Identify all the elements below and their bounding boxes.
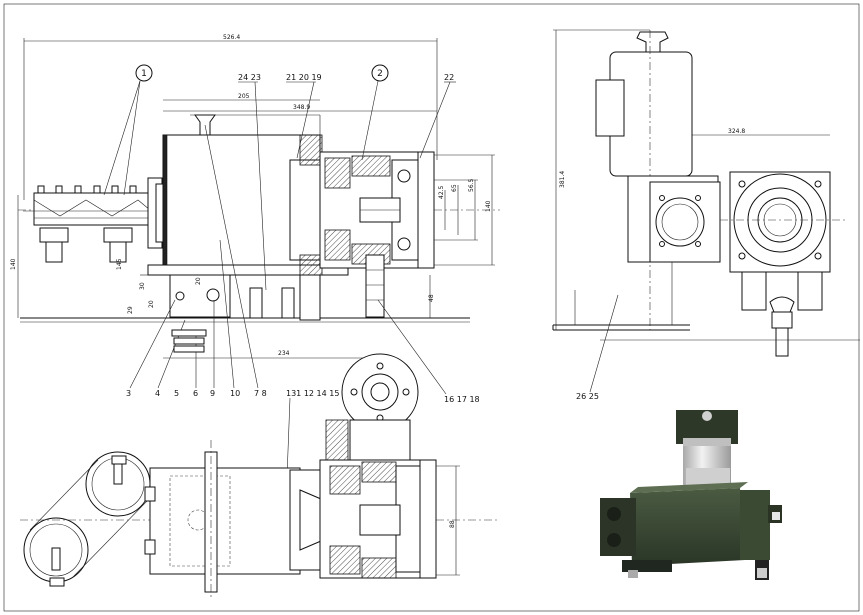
dim-348: 348.9 xyxy=(293,104,310,111)
dim-overall-length: 526.4 xyxy=(223,34,240,41)
side-view: 381.4 324.8 xyxy=(552,29,860,401)
label-10: 10 xyxy=(230,389,240,398)
dim-30: 30 xyxy=(139,282,146,290)
label-21-20-19: 21 20 19 xyxy=(286,73,322,82)
product-photo xyxy=(578,402,858,606)
top-view: 88 xyxy=(20,353,500,600)
label-26-25: 26 25 xyxy=(576,392,599,401)
label-4: 4 xyxy=(155,389,160,398)
label-13-15: 131 12 14 15 xyxy=(286,389,339,398)
label-5: 5 xyxy=(174,389,179,398)
dim-381: 381.4 xyxy=(559,171,566,188)
dim-88: 88 xyxy=(449,520,456,528)
balloon-1: 1 xyxy=(141,69,147,79)
dim-234: 234 xyxy=(278,350,290,357)
balloon-2: 2 xyxy=(377,69,383,79)
label-22: 22 xyxy=(444,73,454,82)
label-24-23: 24 23 xyxy=(238,73,261,82)
sheet-border xyxy=(3,3,860,612)
dim-42: 42.5 xyxy=(438,185,445,199)
dim-20: 20 xyxy=(148,300,155,308)
dim-324: 324.8 xyxy=(728,128,745,135)
dim-140-right: 140 xyxy=(485,200,492,212)
dim-205: 205 xyxy=(238,93,250,100)
dim-56: 56.5 xyxy=(468,178,475,192)
label-3: 3 xyxy=(126,389,131,398)
dim-29: 29 xyxy=(127,306,134,314)
dim-65: 65 xyxy=(451,184,458,192)
dim-20b: 20 xyxy=(195,277,202,285)
dim-145: 145 xyxy=(116,258,123,270)
dim-140-left: 140 xyxy=(10,258,17,270)
label-16-17-18: 16 17 18 xyxy=(444,395,480,404)
label-6: 6 xyxy=(193,389,198,398)
label-7-8: 7 8 xyxy=(254,389,267,398)
dim-48: 48 xyxy=(428,294,435,302)
front-view: 526.4 205 348.9 xyxy=(10,34,500,531)
label-9: 9 xyxy=(210,389,215,398)
